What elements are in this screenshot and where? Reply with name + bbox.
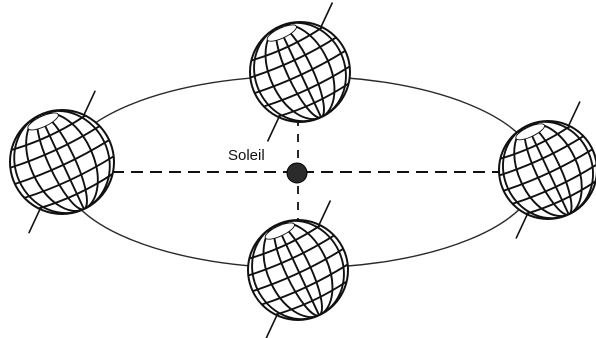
- earth-globe-bottom: [232, 201, 365, 338]
- sun: [287, 163, 307, 183]
- sun-label: Soleil: [228, 147, 265, 164]
- earth-globe-top: [234, 3, 367, 141]
- earth-globe-right: [483, 102, 596, 238]
- earth-globe-left: [0, 91, 131, 232]
